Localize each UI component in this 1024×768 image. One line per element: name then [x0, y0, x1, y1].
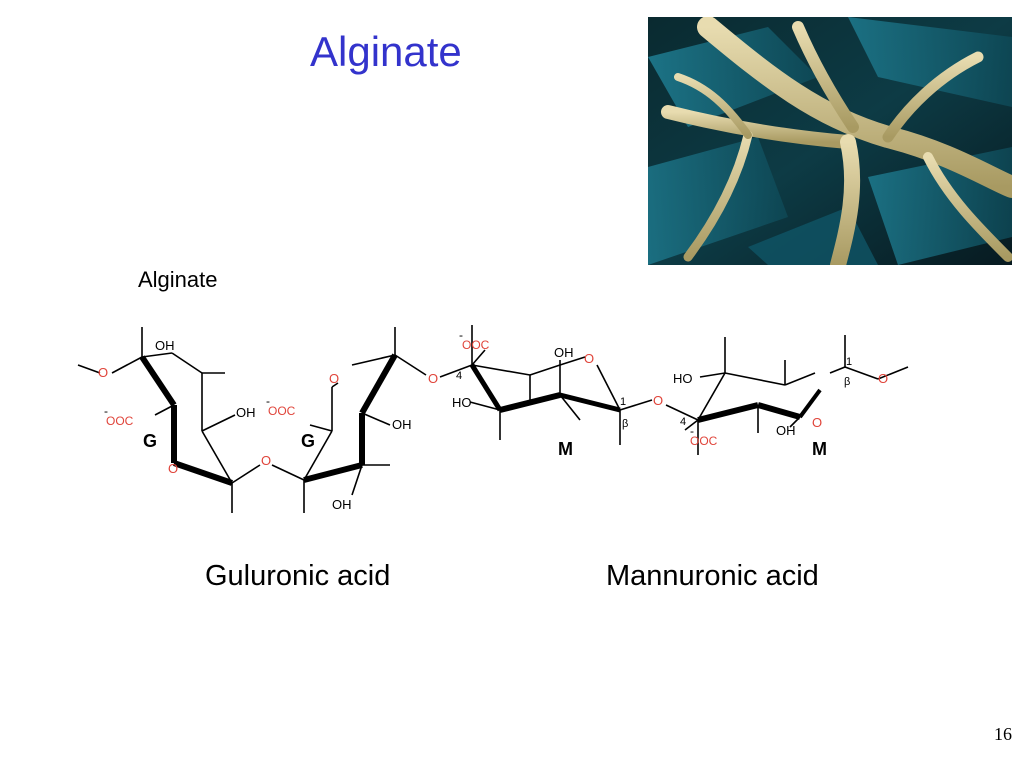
caption-guluronic-acid: Guluronic acid [205, 560, 391, 592]
slide-title: Alginate [310, 28, 462, 75]
alginate-structure-diagram: Alginate O OH OH OOC - G O O [70, 255, 930, 525]
glycosidic-oxygen: O [261, 453, 271, 468]
hydroxyl-label: OH [155, 338, 175, 353]
unit-label-m: M [558, 439, 573, 459]
unit-label-g: G [143, 431, 157, 451]
g-unit-2 [271, 327, 427, 513]
hydroxyl-label: OH [554, 345, 574, 360]
oxygen-label: O [878, 371, 888, 386]
hydroxyl-label: OH [332, 497, 352, 512]
carbon-1-label: 1 [620, 396, 626, 408]
hydroxyl-label: OH [236, 405, 256, 420]
carboxylate-label: OOC [106, 414, 134, 428]
seaweed-kelp-icon [648, 17, 1012, 265]
m-unit-1 [439, 325, 653, 445]
charge-minus: - [104, 404, 108, 418]
page-number: 16 [994, 724, 1012, 744]
oxygen-label: O [168, 461, 178, 476]
beta-label: β [622, 418, 628, 430]
ring-oxygen: O [812, 415, 822, 430]
hydroxyl-label: HO [673, 371, 693, 386]
carbon-4-label: 4 [456, 370, 462, 382]
charge-minus: - [266, 394, 270, 408]
ring-oxygen: O [329, 371, 339, 386]
seaweed-photo [648, 17, 1012, 265]
carboxylate-label: OOC [268, 404, 296, 418]
glycosidic-oxygen: O [653, 393, 663, 408]
unit-label-m: M [812, 439, 827, 459]
unit-label-g: G [301, 431, 315, 451]
carbon-4-label: 4 [680, 416, 686, 428]
carboxylate-label: OOC [462, 338, 490, 352]
glycosidic-oxygen: O [428, 371, 438, 386]
diagram-heading: Alginate [138, 267, 218, 292]
charge-minus: - [459, 328, 463, 342]
ring-oxygen: O [584, 351, 594, 366]
carbon-1-label: 1 [846, 356, 852, 368]
hydroxyl-label: OH [776, 423, 796, 438]
beta-label: β [844, 376, 850, 388]
hydroxyl-label: OH [392, 417, 412, 432]
m-unit-2 [665, 335, 909, 455]
caption-mannuronic-acid: Mannuronic acid [606, 560, 819, 592]
g-unit-1 [77, 327, 261, 513]
carboxylate-label: OOC [690, 434, 718, 448]
hydroxyl-label: HO [452, 395, 472, 410]
charge-minus: - [690, 424, 694, 438]
oxygen-label: O [98, 365, 108, 380]
